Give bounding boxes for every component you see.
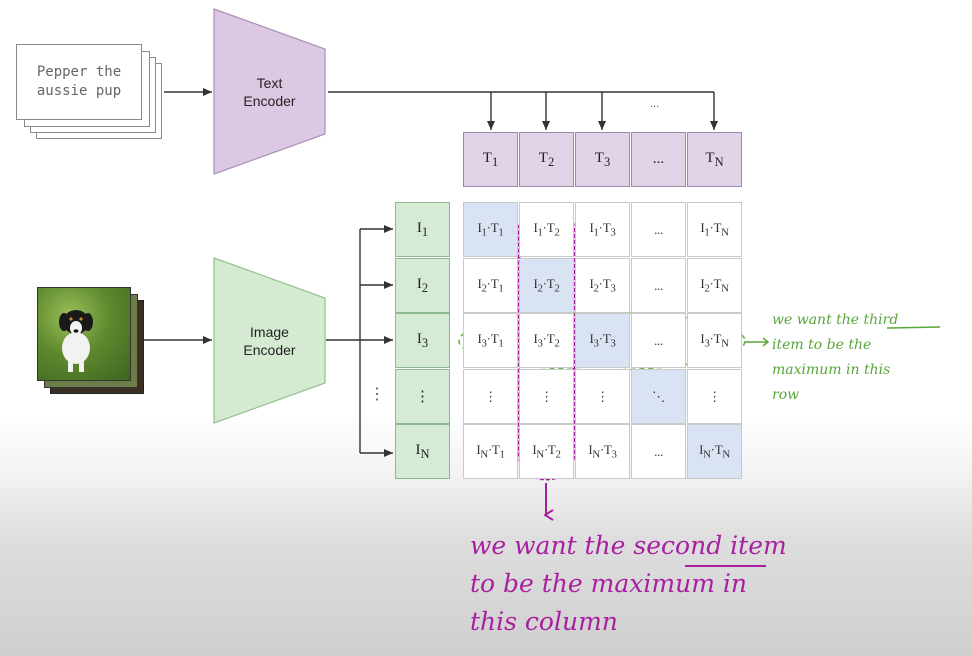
cell-label: I3·T1 <box>477 331 504 350</box>
matrix-cell-1-n: I1·TN <box>687 202 742 257</box>
image-encoder-label-line-2: Encoder <box>243 341 296 358</box>
cell-label: I2·T2 <box>533 276 560 295</box>
matrix-cell-4-1: ⋮ <box>463 369 518 424</box>
row-note-line-1: we want the third <box>772 312 899 328</box>
cell-label: ⋱ <box>652 388 665 404</box>
cell-label: I2·T3 <box>589 276 616 295</box>
matrix-cell-4-ddots: ⋱ <box>631 369 686 424</box>
text-encoder-shape <box>213 8 326 175</box>
cell-label: IN·T2 <box>532 442 561 461</box>
matrix-cell-4-2: ⋮ <box>519 369 574 424</box>
matrix-cell-n-n: IN·TN <box>687 424 742 479</box>
text-token-1: T1 <box>463 132 518 187</box>
matrix-cell-2-n: I2·TN <box>687 258 742 313</box>
matrix-cell-1-1: I1·T1 <box>463 202 518 257</box>
text-encoder: Text Encoder <box>213 8 326 175</box>
token-label: I2 <box>416 275 429 295</box>
matrix-cell-n-ellipsis: ... <box>631 424 686 479</box>
matrix-cell-2-ellipsis: ... <box>631 258 686 313</box>
matrix-cell-1-ellipsis: ... <box>631 202 686 257</box>
row-note-line-2: item to be the <box>772 337 872 353</box>
third-underline <box>886 326 941 329</box>
image-token-vdots: ⋮ <box>395 369 450 424</box>
cell-label: ... <box>654 221 663 237</box>
row-note-line-4: row <box>772 387 800 403</box>
column-note-line-1: we want the second item <box>470 531 787 560</box>
cell-label: IN·TN <box>699 442 730 461</box>
row-note-arrow <box>745 337 770 347</box>
matrix-cell-1-3: I1·T3 <box>575 202 630 257</box>
token-label: I3 <box>416 330 429 350</box>
cell-label: I1·TN <box>700 220 729 239</box>
image-encoder-shape <box>213 257 326 424</box>
token-label: T1 <box>482 149 499 169</box>
image-encoder-label: Image Encoder <box>213 323 326 359</box>
cell-label: ⋮ <box>708 388 721 404</box>
cell-label: I1·T2 <box>533 220 560 239</box>
matrix-cell-4-n: ⋮ <box>687 369 742 424</box>
text-input-card: Pepper the aussie pup <box>16 44 142 120</box>
token-label: IN <box>415 441 430 461</box>
text-token-ellipsis: ... <box>631 132 686 187</box>
cell-label: I3·T2 <box>533 331 560 350</box>
matrix-cell-n-3: IN·T3 <box>575 424 630 479</box>
text-token-3: T3 <box>575 132 630 187</box>
image-encoder: Image Encoder <box>213 257 326 424</box>
text-encoder-label-line-1: Text <box>256 74 283 91</box>
cell-label: ... <box>654 443 663 459</box>
cell-label: IN·T1 <box>476 442 505 461</box>
text-input-line-2: aussie pup <box>36 83 122 99</box>
column-note: we want the second item to be the maximu… <box>470 527 787 641</box>
cell-label: ⋮ <box>540 388 553 404</box>
token-label: ⋮ <box>415 389 430 405</box>
image-token-2: I2 <box>395 258 450 313</box>
cell-label: I2·TN <box>700 276 729 295</box>
image-token-3: I3 <box>395 313 450 368</box>
cell-label: ... <box>654 277 663 293</box>
image-token-1: I1 <box>395 202 450 257</box>
matrix-cell-4-3: ⋮ <box>575 369 630 424</box>
matrix-cell-2-1: I2·T1 <box>463 258 518 313</box>
cell-label: I1·T3 <box>589 220 616 239</box>
matrix-cell-2-3: I2·T3 <box>575 258 630 313</box>
row-note: we want the third item to be the maximum… <box>772 308 898 408</box>
matrix-cell-3-ellipsis: ... <box>631 313 686 368</box>
token-label: T3 <box>594 149 611 169</box>
matrix-cell-n-2: IN·T2 <box>519 424 574 479</box>
matrix-cell-3-3: I3·T3 <box>575 313 630 368</box>
token-label: ... <box>652 151 665 167</box>
cell-label: IN·T3 <box>588 442 617 461</box>
matrix-cell-n-1: IN·T1 <box>463 424 518 479</box>
image-encoder-label-line-1: Image <box>250 323 289 340</box>
cell-label: ⋮ <box>596 388 609 404</box>
text-branch-ellipsis: ... <box>650 98 660 110</box>
text-encoder-label: Text Encoder <box>213 74 326 110</box>
image-token-n: IN <box>395 424 450 479</box>
matrix-cell-3-2: I3·T2 <box>519 313 574 368</box>
matrix-cell-3-n: I3·TN <box>687 313 742 368</box>
matrix-cell-3-1: I3·T1 <box>463 313 518 368</box>
cell-label: I3·TN <box>700 331 729 350</box>
image-branch-vdots: ⋮ <box>369 386 385 403</box>
matrix-cell-1-2: I1·T2 <box>519 202 574 257</box>
column-note-line-3: this column <box>470 607 618 636</box>
cell-label: ... <box>654 332 663 348</box>
cell-label: I3·T3 <box>589 331 616 350</box>
matrix-cell-2-2: I2·T2 <box>519 258 574 313</box>
text-encoder-label-line-2: Encoder <box>243 92 296 109</box>
cell-label: I1·T1 <box>477 220 504 239</box>
cell-label: I2·T1 <box>477 276 504 295</box>
row-note-line-3: maximum in this <box>772 362 891 378</box>
text-input-line-1: Pepper the <box>36 64 122 80</box>
dog-illustration <box>59 310 93 372</box>
cell-label: ⋮ <box>484 388 497 404</box>
token-label: TN <box>705 149 724 169</box>
text-token-2: T2 <box>519 132 574 187</box>
token-label: I1 <box>416 219 429 239</box>
column-note-line-2: to be the maximum in <box>470 569 747 598</box>
token-label: T2 <box>538 149 555 169</box>
dog-photo <box>37 287 131 381</box>
text-token-n: TN <box>687 132 742 187</box>
